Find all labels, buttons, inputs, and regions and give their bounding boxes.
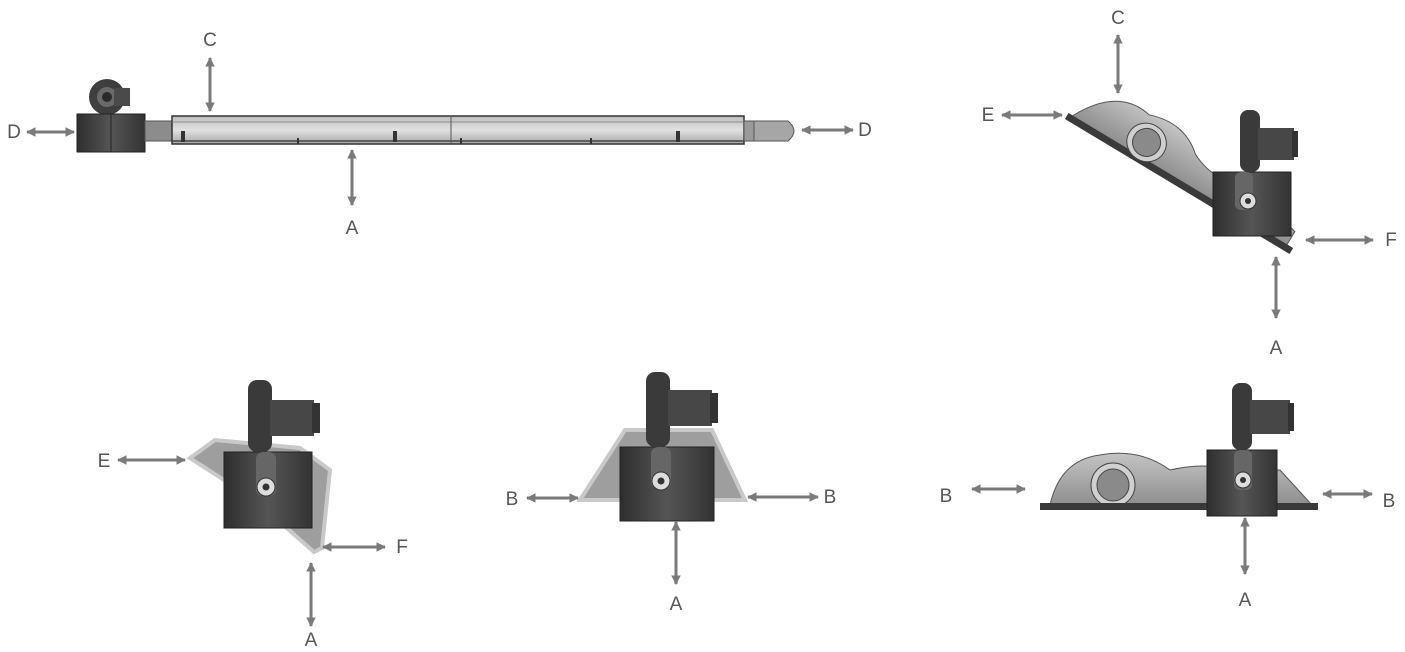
tube-end-connector (743, 120, 755, 142)
angled-end-view (1001, 34, 1374, 319)
end-tilted-view (117, 380, 386, 627)
label-a: A (1269, 338, 1283, 359)
end-cap (753, 120, 795, 142)
end-level-view (526, 372, 819, 585)
blower-fan (1240, 110, 1298, 172)
label-c: C (203, 30, 217, 51)
label-a: A (669, 594, 683, 615)
label-d-left: D (7, 122, 21, 143)
label-b-right: B (1382, 491, 1396, 512)
side-long-view (26, 57, 854, 206)
blower-fan (1232, 383, 1294, 450)
label-a: A (304, 630, 318, 651)
label-e: E (981, 105, 995, 126)
label-b-left: B (505, 489, 519, 510)
label-f: F (1385, 230, 1397, 251)
label-d-right: D (858, 120, 872, 141)
label-b-left: B (939, 486, 953, 507)
label-a: A (345, 218, 359, 239)
level-tray (1040, 503, 1318, 510)
blower-fan (646, 372, 718, 447)
label-c: C (1111, 8, 1125, 29)
burner-connector (144, 120, 174, 142)
label-a: A (1238, 590, 1252, 611)
label-e: E (97, 451, 111, 472)
blower-fan (248, 380, 320, 452)
radiant-tube (171, 115, 745, 145)
blower-fan (89, 79, 130, 115)
side-level-view (971, 383, 1373, 575)
label-b-right: B (823, 487, 837, 508)
hanger-brackets (181, 131, 680, 144)
label-f: F (396, 537, 408, 558)
